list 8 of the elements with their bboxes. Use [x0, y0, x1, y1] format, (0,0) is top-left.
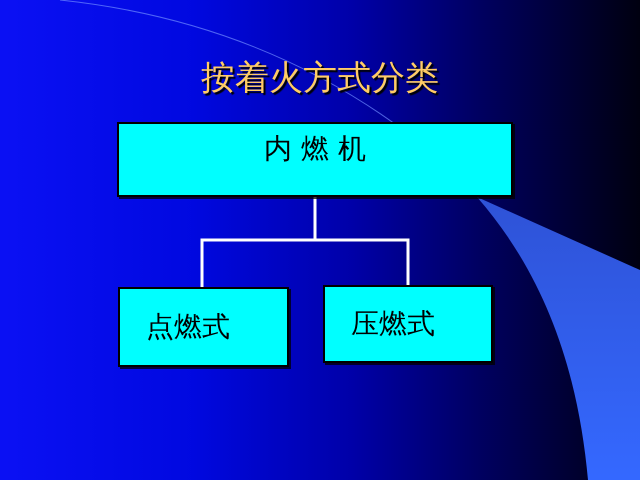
box-label: 压燃式 — [351, 307, 435, 341]
box-label: 内 燃 机 — [264, 132, 366, 166]
connector-line — [314, 197, 410, 285]
slide-title: 按着火方式分类 — [201, 58, 439, 98]
category-box — [118, 287, 289, 367]
category-box — [323, 285, 493, 363]
box-label: 点燃式 — [146, 310, 230, 344]
category-box — [117, 122, 513, 197]
